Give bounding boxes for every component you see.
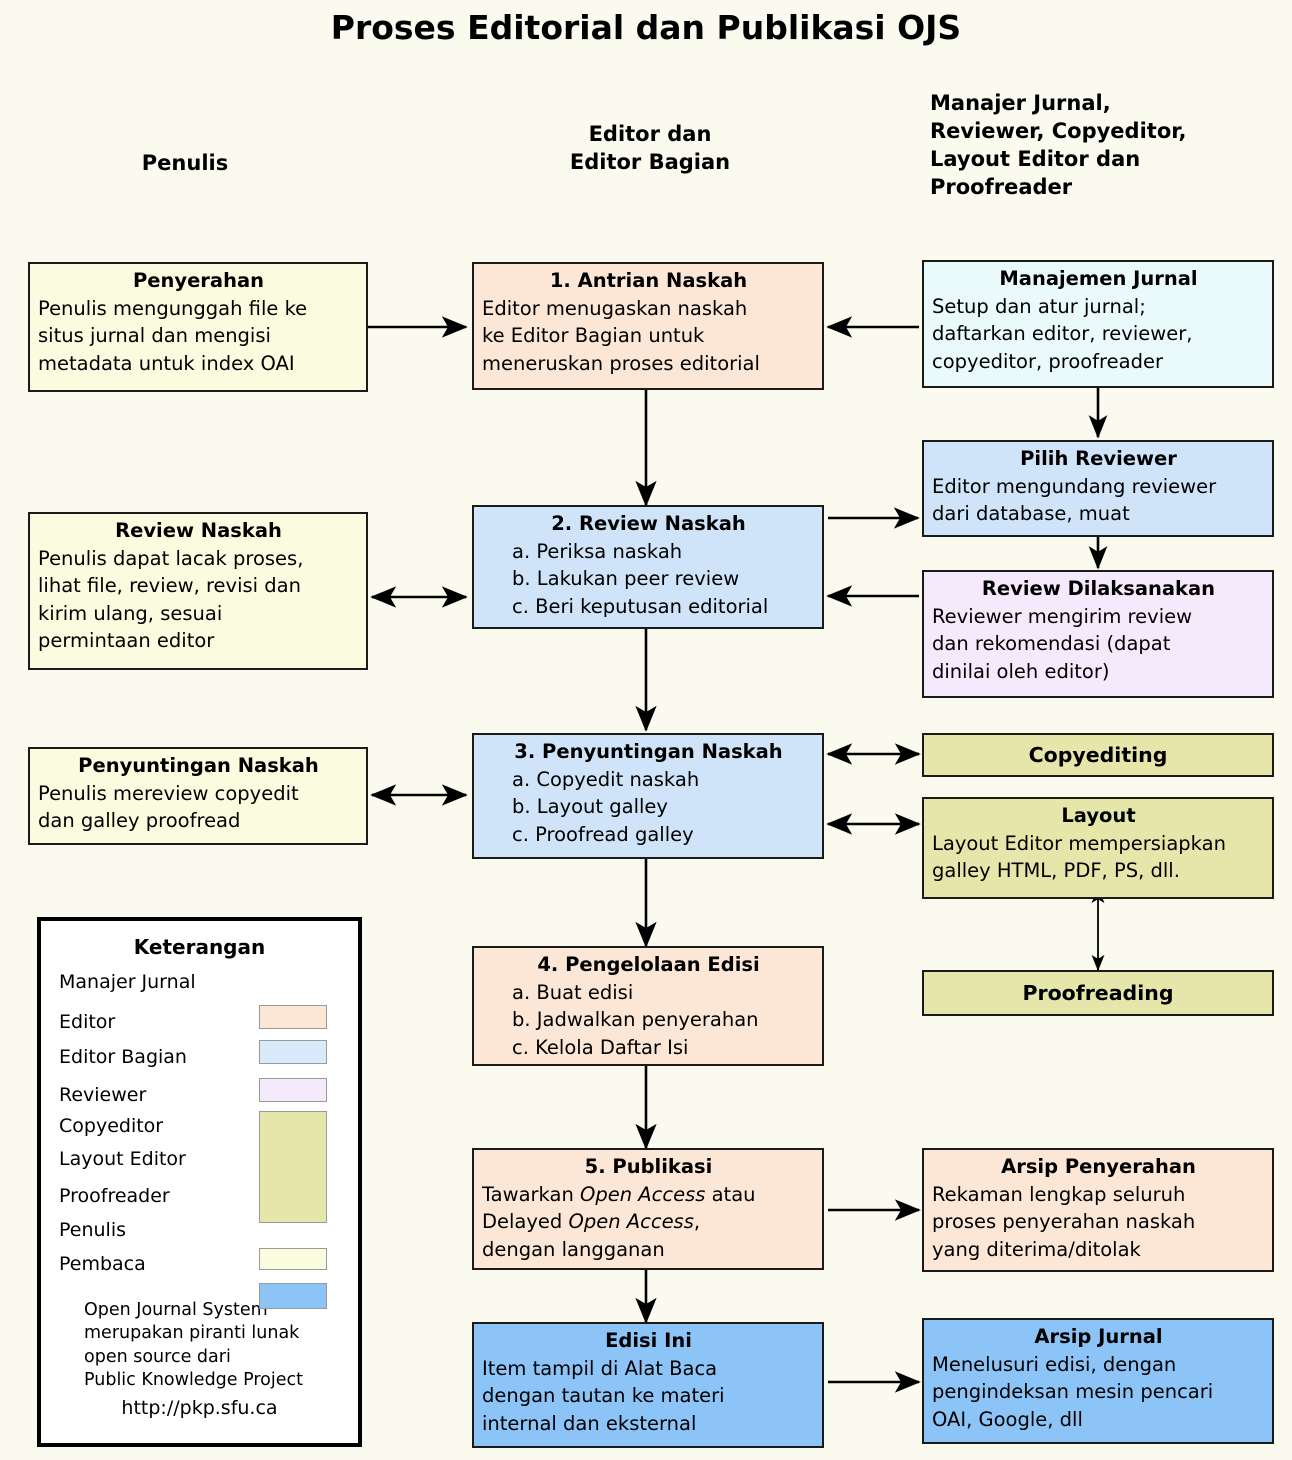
legend-item-pembaca: Pembaca [59,1255,146,1274]
box-antrian-naskah[interactable]: 1. Antrian Naskah Editor menugaskan nask… [472,262,824,390]
legend-swatch-pembaca [259,1283,327,1309]
box-copyediting-title: Copyediting [1028,742,1168,767]
box-manajemen-jurnal-body: Setup dan atur jurnal;daftarkan editor, … [932,294,1193,373]
box-arsip-penyerahan[interactable]: Arsip Penyerahan Rekaman lengkap seluruh… [922,1148,1274,1272]
box-penyuntingan-naskah[interactable]: 3. Penyuntingan Naskah a. Copyedit naska… [472,733,824,859]
box-review-naskah-penulis-title: Review Naskah [115,519,282,542]
page-title: Proses Editorial dan Publikasi OJS [330,8,962,47]
legend-item-label: Editor Bagian [59,1046,187,1068]
column-header-penulis: Penulis [141,151,229,175]
box-review-naskah-title: 2. Review Naskah [551,512,746,535]
box-layout-title: Layout [1061,804,1136,827]
box-review-naskah-penulis[interactable]: Review Naskah Penulis dapat lacak proses… [28,512,368,670]
legend-url[interactable]: http://pkp.sfu.ca [121,1397,278,1419]
legend-item-label: Copyeditor [59,1115,164,1137]
box-review-dilaksanakan-title: Review Dilaksanakan [981,577,1216,600]
legend-item-label: Penulis [59,1219,127,1241]
legend-item-label: Proofreader [59,1185,170,1207]
box-proofreading[interactable]: Proofreading [922,970,1274,1016]
legend-item-manajer-jurnal: Manajer Jurnal [59,973,196,992]
legend-item-proofreader: Proofreader [59,1187,170,1206]
box-review-naskah-penulis-body: Penulis dapat lacak proses,lihat file, r… [38,546,304,652]
legend-swatch-penulis [259,1248,327,1270]
legend-item-reviewer: Reviewer [59,1086,146,1105]
legend-item-layout-editor: Layout Editor [59,1150,186,1169]
legend-item-label: Editor [59,1011,116,1033]
legend-item-label: Pembaca [59,1253,146,1275]
box-edisi-ini-title: Edisi Ini [605,1329,692,1352]
legend-item-label: Manajer Jurnal [59,971,196,993]
box-penyerahan-title: Penyerahan [132,269,265,292]
legend-item-label: Layout Editor [59,1148,186,1170]
box-arsip-penyerahan-title: Arsip Penyerahan [1001,1155,1196,1178]
box-copyediting[interactable]: Copyediting [922,733,1274,777]
legend-item-editor: Editor [59,1013,115,1032]
box-publikasi-title: 5. Publikasi [584,1155,713,1178]
column-header-manajer-text: Manajer Jurnal,Reviewer, Copyeditor,Layo… [930,91,1187,199]
legend-item-penulis: Penulis [59,1221,126,1240]
box-pengelolaan-edisi-title: 4. Pengelolaan Edisi [537,953,760,976]
box-manajemen-jurnal[interactable]: Manajemen Jurnal Setup dan atur jurnal;d… [922,260,1274,388]
legend-item-label: Reviewer [59,1084,147,1106]
box-antrian-naskah-title: 1. Antrian Naskah [549,269,748,292]
legend-swatch-editor-bagian [259,1040,327,1064]
box-arsip-jurnal-title: Arsip Jurnal [1034,1325,1163,1348]
box-review-dilaksanakan[interactable]: Review Dilaksanakan Reviewer mengirim re… [922,570,1274,698]
column-header-manajer: Manajer Jurnal,Reviewer, Copyeditor,Layo… [930,90,1290,202]
legend-swatch-editor [259,1005,327,1029]
box-pilih-reviewer[interactable]: Pilih Reviewer Editor mengundang reviewe… [922,440,1274,537]
box-pilih-reviewer-title: Pilih Reviewer [1020,447,1177,470]
legend-title: Keterangan [133,935,266,959]
box-penyuntingan-naskah-penulis-title: Penyuntingan Naskah [78,754,319,777]
box-manajemen-jurnal-title: Manajemen Jurnal [999,267,1198,290]
box-penyuntingan-naskah-title: 3. Penyuntingan Naskah [514,740,783,763]
box-penyuntingan-naskah-penulis[interactable]: Penyuntingan Naskah Penulis mereview cop… [28,747,368,845]
legend-swatch-reviewer [259,1078,327,1102]
box-proofreading-title: Proofreading [1022,980,1174,1005]
legend-item-editor-bagian: Editor Bagian [59,1048,187,1067]
legend-item-copyeditor: Copyeditor [59,1117,163,1136]
legend-swatch-copyeditor [259,1111,327,1223]
